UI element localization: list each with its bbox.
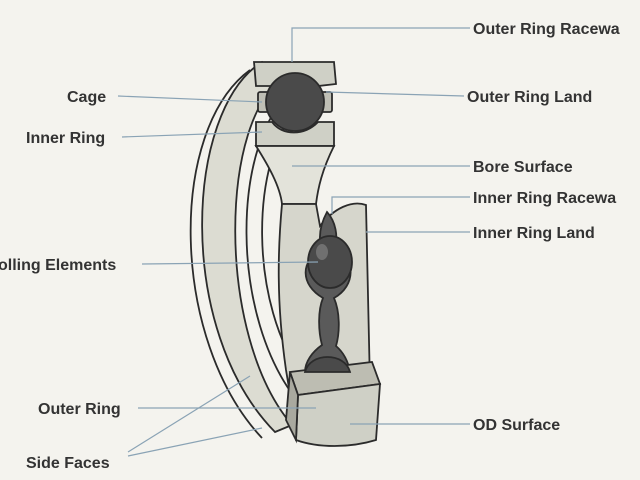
leader-rolling-elements <box>141 261 319 265</box>
label-outer-ring-land: Outer Ring Land <box>467 89 592 106</box>
label-bore-surface: Bore Surface <box>473 159 573 176</box>
leader-side-faces-2 <box>127 427 263 457</box>
bottom-ball <box>303 356 352 373</box>
bearing-illustration <box>189 60 382 447</box>
leader-outer-ring-land <box>325 91 465 97</box>
leader-side-faces-1 <box>127 375 251 453</box>
leader-cage <box>117 95 263 103</box>
label-rolling-elements: olling Elements <box>0 257 116 274</box>
leader-inner-ring <box>121 131 263 138</box>
label-side-faces: Side Faces <box>26 455 110 472</box>
top-ball <box>265 72 325 132</box>
od-block-side <box>285 371 299 444</box>
outer-ring-outer-edge <box>189 69 263 439</box>
leader-outer-ring-raceway <box>291 27 470 62</box>
label-od-surface: OD Surface <box>473 417 560 434</box>
leader-inner-ring-raceway <box>331 196 470 214</box>
label-inner-ring: Inner Ring <box>26 130 105 147</box>
outer-ring-body <box>201 60 294 434</box>
od-block-front <box>295 382 381 447</box>
label-outer-ring: Outer Ring <box>38 401 121 418</box>
labels: Outer Ring Racewa Cage Outer Ring Land I… <box>0 21 620 472</box>
label-inner-ring-land: Inner Ring Land <box>473 225 595 242</box>
middle-ball-highlight <box>316 244 328 260</box>
inner-ring-top-section <box>255 121 335 147</box>
label-outer-ring-raceway: Outer Ring Racewa <box>473 21 620 38</box>
label-inner-ring-raceway: Inner Ring Racewa <box>473 190 616 207</box>
leader-lines <box>117 27 470 457</box>
label-cage: Cage <box>67 89 106 106</box>
